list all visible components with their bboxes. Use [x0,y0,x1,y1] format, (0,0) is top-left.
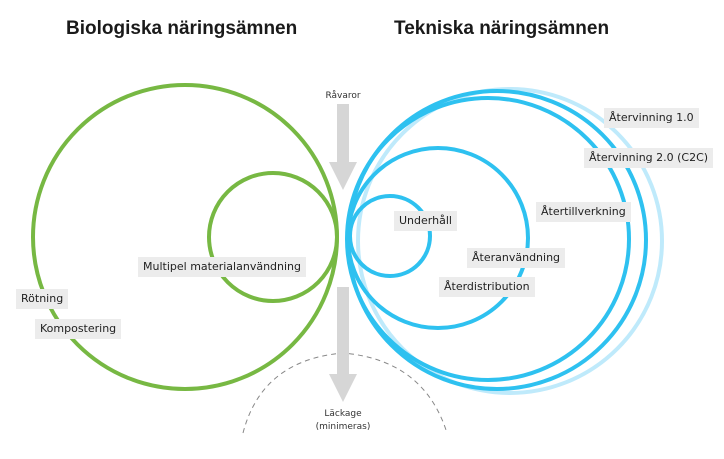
biological-outer-cycle [31,83,339,391]
technical-remanufacturing-cycle [345,96,631,382]
recycling-2-label: Återvinning 2.0 (C2C) [584,148,714,168]
maintenance-label: Underhåll [394,211,457,231]
raw-materials-label: Råvaror [325,91,361,101]
rotting-label: Rötning [16,289,69,309]
biological-heading: Biologiska näringsämnen [66,18,298,39]
leakage-label: Läckage [324,409,362,419]
biological-inner-cycle [207,171,339,303]
technical-reuse-cycle [346,146,530,330]
recycling-1-label: Återvinning 1.0 [604,108,699,128]
leakage-note: (minimeras) [315,422,371,432]
leakage-arrow [329,287,357,402]
remanufacturing-label: Återtillverkning [536,202,631,222]
composting-label: Kompostering [35,319,122,339]
raw-materials-arrow [329,104,357,190]
multiple-use-label: Multipel materialanvändning [138,257,307,277]
redistribution-label: Återdistribution [439,277,535,297]
technical-heading: Tekniska näringsämnen [394,18,610,39]
technical-maintenance-cycle [348,194,432,278]
reuse-label: Återanvändning [467,248,566,268]
technical-recycling-2-cycle [356,87,664,395]
